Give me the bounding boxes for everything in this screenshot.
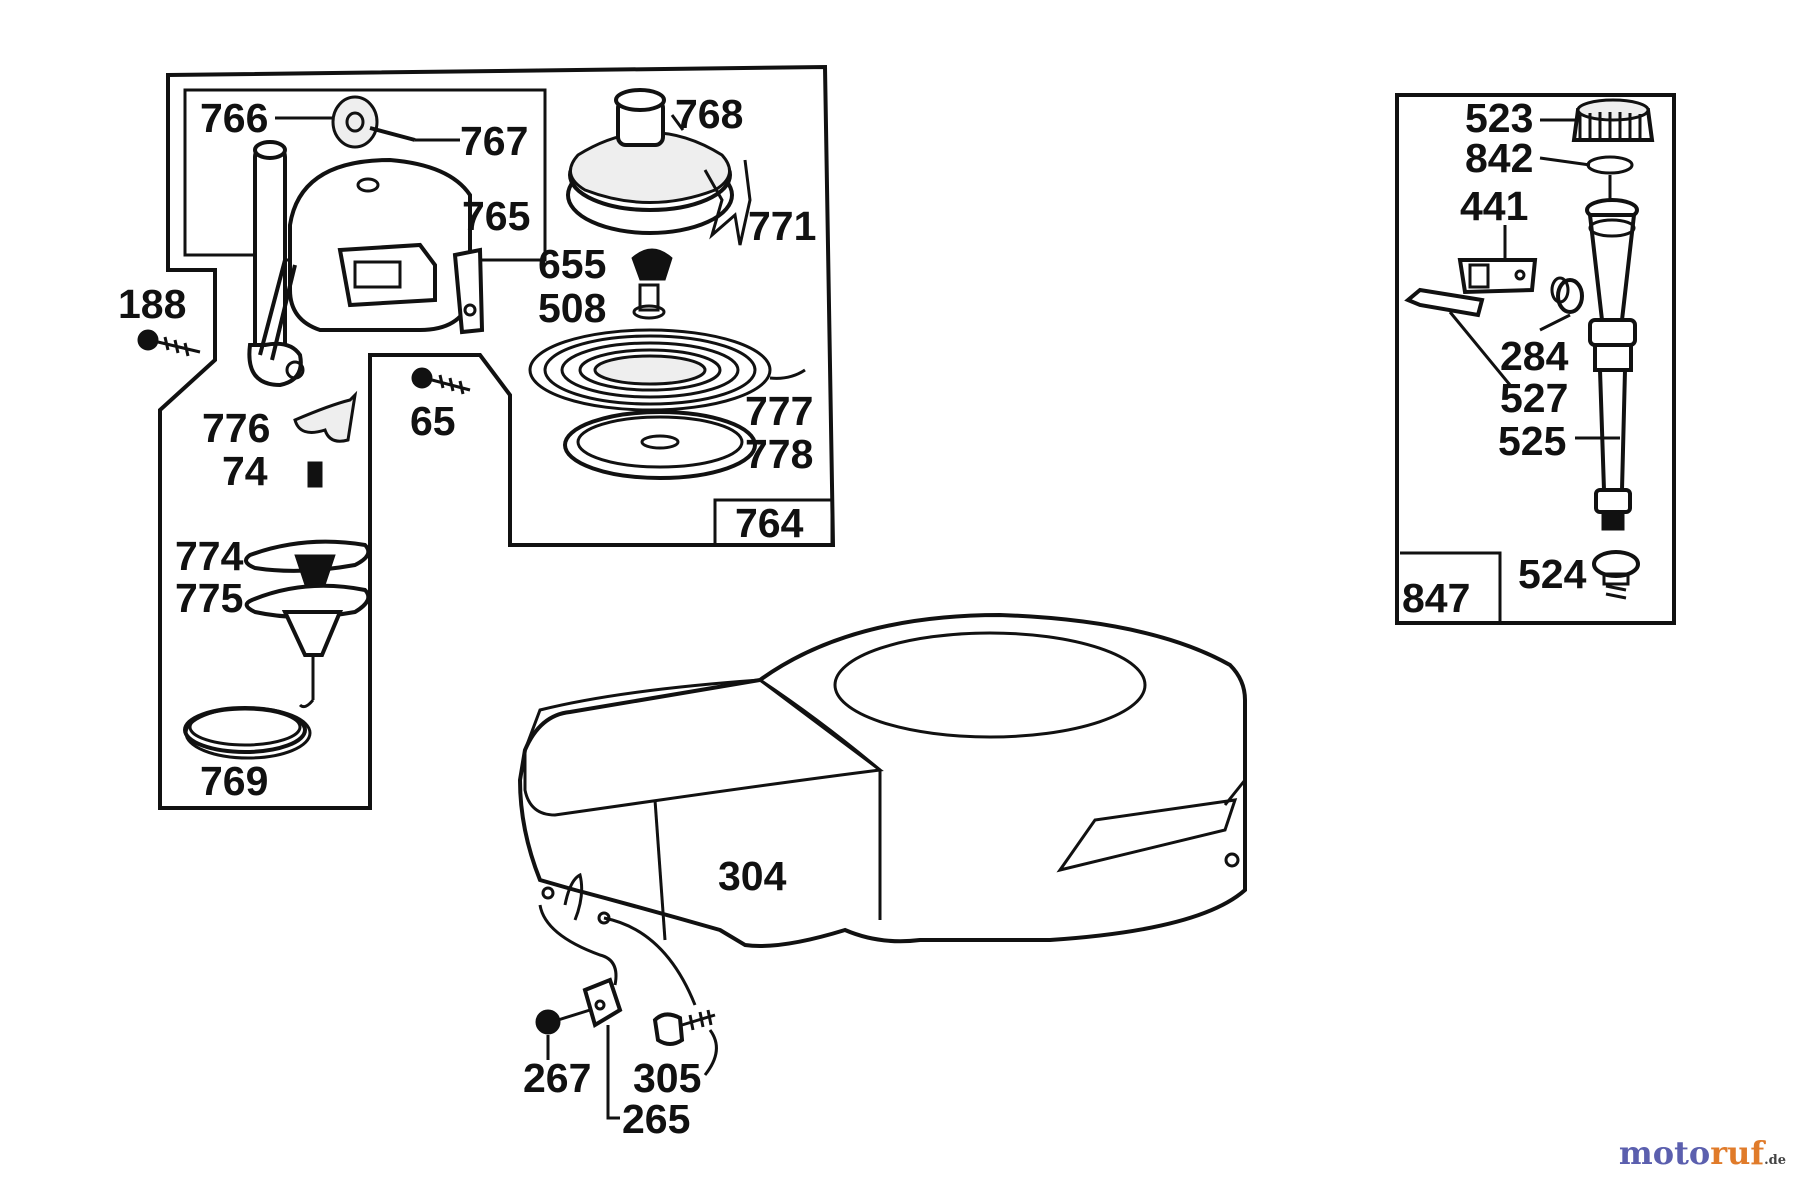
label-265: 265 xyxy=(622,1096,690,1142)
part-766-pulley xyxy=(331,95,416,149)
label-524: 524 xyxy=(1518,551,1587,597)
part-655-retainer xyxy=(631,248,673,320)
label-766: 766 xyxy=(200,95,268,141)
label-767: 767 xyxy=(460,118,528,164)
label-775: 775 xyxy=(175,575,243,621)
label-523: 523 xyxy=(1465,95,1533,141)
label-305: 305 xyxy=(633,1055,701,1101)
label-188: 188 xyxy=(118,281,186,327)
part-842-washer xyxy=(1586,155,1634,200)
part-304-blower-housing xyxy=(517,612,1247,948)
watermark-part1: moto xyxy=(1618,1134,1711,1172)
label-769: 769 xyxy=(200,758,268,804)
label-765: 765 xyxy=(462,193,530,239)
part-265-clip xyxy=(582,977,623,1029)
label-655: 655 xyxy=(538,241,606,287)
part-labels: 766 767 765 768 771 655 508 188 776 74 6… xyxy=(118,91,1587,1142)
label-508: 508 xyxy=(538,285,606,331)
label-774: 774 xyxy=(175,533,244,579)
part-777-spring xyxy=(528,328,806,412)
part-267-screw xyxy=(535,1008,591,1035)
label-776: 776 xyxy=(202,405,270,451)
label-777: 777 xyxy=(745,388,813,434)
watermark-part3: .de xyxy=(1764,1153,1786,1168)
part-774-handle xyxy=(244,539,371,700)
leader-lines xyxy=(275,114,1620,1120)
part-284-cap xyxy=(1550,276,1584,314)
watermark-logo: motoruf.de xyxy=(1619,1134,1786,1172)
part-524-plug xyxy=(1592,550,1640,600)
label-74: 74 xyxy=(222,448,268,494)
part-441-clip xyxy=(1457,258,1538,295)
part-305-screw xyxy=(652,1009,716,1046)
part-768-pulley xyxy=(566,88,752,246)
label-284: 284 xyxy=(1500,333,1569,379)
label-771: 771 xyxy=(748,203,816,249)
part-527-bracket xyxy=(1404,287,1485,318)
part-776-pawl xyxy=(293,390,358,488)
part-188-screw xyxy=(137,329,201,357)
label-525: 525 xyxy=(1498,418,1566,464)
label-65: 65 xyxy=(410,398,456,444)
group-847-frame xyxy=(1395,93,1676,625)
part-523-cap xyxy=(1571,98,1655,142)
group-764-label-box xyxy=(713,498,834,547)
label-778: 778 xyxy=(745,431,813,477)
watermark-part2: ruf xyxy=(1710,1134,1765,1172)
label-768: 768 xyxy=(675,91,743,137)
label-842: 842 xyxy=(1465,135,1533,181)
part-769-rope xyxy=(183,699,315,760)
label-304: 304 xyxy=(718,853,787,899)
label-847: 847 xyxy=(1402,575,1470,621)
part-65-screw xyxy=(411,367,471,395)
label-527: 527 xyxy=(1500,375,1568,421)
part-778-cup xyxy=(563,410,757,480)
label-441: 441 xyxy=(1460,183,1528,229)
part-525-tube xyxy=(1585,198,1639,531)
part-765-housing xyxy=(247,140,485,388)
group-847-label-box xyxy=(1400,551,1502,623)
label-764: 764 xyxy=(735,500,804,546)
label-267: 267 xyxy=(523,1055,591,1101)
